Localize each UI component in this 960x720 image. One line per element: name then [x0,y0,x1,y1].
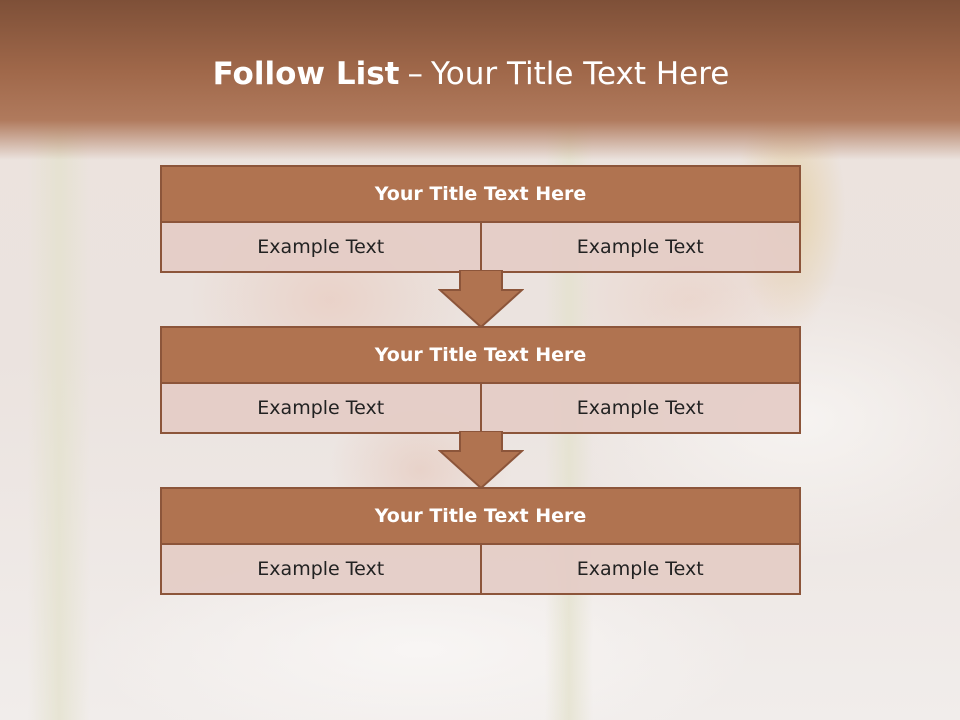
title-dash: – [407,56,423,92]
block-cell-right: Example Text [479,545,800,593]
crib-bar [28,120,90,720]
list-block: Your Title Text Here Example Text Exampl… [160,165,801,273]
block-title: Your Title Text Here [160,487,801,545]
block-title: Your Title Text Here [160,326,801,384]
title-bold-part: Follow List [212,56,400,92]
block-cell-left: Example Text [257,397,385,419]
down-arrow-icon [438,270,524,328]
block-cell-right: Example Text [479,384,800,432]
block-row: Example Text Example Text [160,384,801,434]
list-block: Your Title Text Here Example Text Exampl… [160,487,801,595]
list-block: Your Title Text Here Example Text Exampl… [160,326,801,434]
block-title: Your Title Text Here [160,165,801,223]
down-arrow-icon [438,431,524,489]
title-text: Your Title Text Here [430,56,730,92]
block-cell-right: Example Text [479,223,800,271]
header-band [0,0,960,160]
slide-title: Follow List–Your Title Text Here [0,52,942,96]
block-row: Example Text Example Text [160,545,801,595]
block-cell-left: Example Text [257,558,385,580]
block-row: Example Text Example Text [160,223,801,273]
block-cell-left: Example Text [257,236,385,258]
